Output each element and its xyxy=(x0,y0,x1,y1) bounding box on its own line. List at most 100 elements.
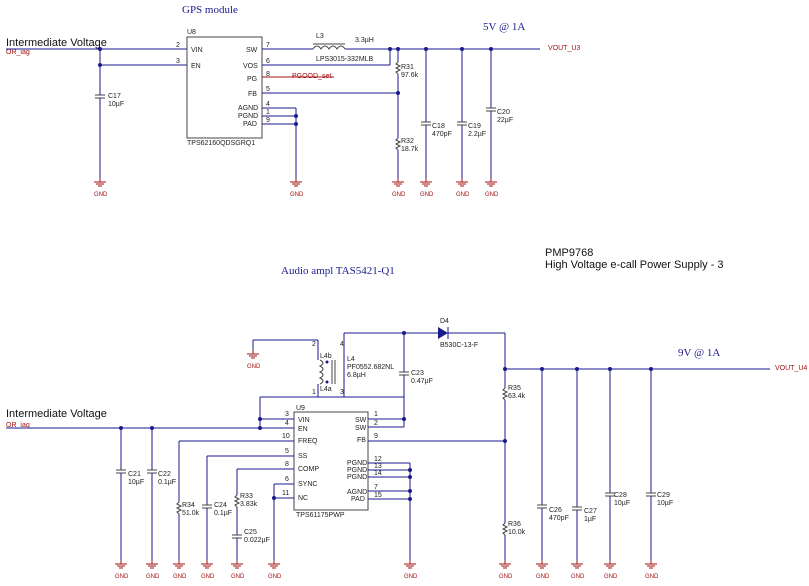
or-net-top: OR_iag xyxy=(6,49,30,56)
svg-text:SS: SS xyxy=(298,453,308,460)
svg-text:14: 14 xyxy=(374,470,382,477)
c25-ref: C25 xyxy=(244,529,257,536)
c18-value: 470pF xyxy=(432,131,452,138)
l3-part: LPS3015-332MLB xyxy=(316,56,374,63)
svg-text:3: 3 xyxy=(285,411,289,418)
u8-pin-num: 2 xyxy=(176,42,180,49)
u8-pin-num: 4 xyxy=(266,101,270,108)
r33-resistor xyxy=(233,494,241,508)
r34-resistor xyxy=(175,501,183,515)
d4-part: B530C-13-F xyxy=(440,342,478,349)
c17-value: 10µF xyxy=(108,101,124,108)
gnd-label: GND xyxy=(94,192,108,198)
u9-right-pins: SW 1 SW 2 FB 9 PGND 12 PGND 13 PGND 14 A… xyxy=(347,411,382,503)
u8-ic xyxy=(186,36,263,139)
intermediate-voltage-label-top: Intermediate Voltage xyxy=(6,37,107,49)
c27-capacitor xyxy=(572,369,582,560)
u8-pin-fb: FB xyxy=(248,91,257,98)
c24-value: 0.1µF xyxy=(214,510,232,517)
svg-text:1: 1 xyxy=(374,411,378,418)
c29-value: 10µF xyxy=(657,500,673,507)
gnd-label: GND xyxy=(604,574,618,580)
l4-inductor xyxy=(318,359,324,385)
c24-ref: C24 xyxy=(214,502,227,509)
c19-capacitor xyxy=(457,49,467,178)
r36-ref: R36 xyxy=(508,521,521,528)
c28-value: 10µF xyxy=(614,500,630,507)
svg-text:COMP: COMP xyxy=(298,466,319,473)
gps-title: GPS module xyxy=(182,4,238,16)
svg-text:7: 7 xyxy=(374,484,378,491)
project-subtitle: High Voltage e-call Power Supply - 3 xyxy=(545,259,724,271)
vout-u4-net: VOUT_U4 xyxy=(775,365,807,372)
svg-text:FREQ: FREQ xyxy=(298,438,318,445)
r31-value: 97.6k xyxy=(401,72,419,79)
u9-ic xyxy=(293,411,369,511)
project-id: PMP9768 xyxy=(545,247,593,259)
u8-pin-sw: SW xyxy=(246,47,258,54)
vout-u3-net: VOUT_U3 xyxy=(548,45,580,52)
c17-ref: C17 xyxy=(108,93,121,100)
gnd-label: GND xyxy=(571,574,585,580)
gnd-label: GND xyxy=(404,574,418,580)
svg-text:PAD: PAD xyxy=(351,496,365,503)
c27-value: 1µF xyxy=(584,516,596,523)
r34-ref: R34 xyxy=(182,502,195,509)
r32-value: 18.7k xyxy=(401,146,419,153)
l4-pin-num: 4 xyxy=(340,341,344,348)
c23-ref: C23 xyxy=(411,370,424,377)
gnd-label: GND xyxy=(173,574,187,580)
gnd-label: GND xyxy=(456,192,470,198)
l4-part: PF0552.682NL xyxy=(347,364,394,371)
u8-pin-pgnd: PGND xyxy=(238,113,258,120)
r35-value: 63.4k xyxy=(508,393,526,400)
gnd-label: GND xyxy=(268,574,282,580)
c27-ref: C27 xyxy=(584,508,597,515)
r36-resistor xyxy=(501,522,509,536)
c20-value: 22µF xyxy=(497,117,513,124)
pgood-net: PGOOD_set xyxy=(292,73,331,80)
d4-ref: D4 xyxy=(440,318,449,325)
u8-pin-vos: VOS xyxy=(243,63,258,70)
gnd-label: GND xyxy=(645,574,659,580)
c22-ref: C22 xyxy=(158,471,171,478)
svg-text:PGND: PGND xyxy=(347,467,367,474)
u8-pin-num: 9 xyxy=(266,117,270,124)
gnd-label: GND xyxy=(536,574,550,580)
u8-pin-num: 1 xyxy=(266,109,270,116)
c18-ref: C18 xyxy=(432,123,445,130)
l4b-label: L4b xyxy=(320,353,332,360)
gnd-label: GND xyxy=(201,574,215,580)
svg-text:SW: SW xyxy=(355,425,367,432)
u9-left-pins: VIN 3 EN 4 FREQ 10 SS 5 COMP 8 SYNC 6 NC… xyxy=(282,411,319,502)
svg-text:VIN: VIN xyxy=(298,417,310,424)
gnd-label: GND xyxy=(146,574,160,580)
svg-text:AGND: AGND xyxy=(347,489,367,496)
u8-pin-agnd: AGND xyxy=(238,105,258,112)
c26-ref: C26 xyxy=(549,507,562,514)
svg-text:12: 12 xyxy=(374,456,382,463)
svg-text:13: 13 xyxy=(374,463,382,470)
u8-pin-vin: VIN xyxy=(191,47,203,54)
svg-text:11: 11 xyxy=(282,490,289,497)
u8-pin-pad: PAD xyxy=(243,121,257,128)
svg-text:NC: NC xyxy=(298,495,308,502)
d4-diode xyxy=(438,327,449,339)
svg-text:8: 8 xyxy=(285,461,289,468)
r33-value: 3.83k xyxy=(240,501,258,508)
r32-resistor xyxy=(394,137,402,151)
svg-text:PGND: PGND xyxy=(347,460,367,467)
audio-title: Audio ampl TAS5421-Q1 xyxy=(281,265,395,277)
c28-capacitor xyxy=(605,369,615,560)
l4-pin-num: 2 xyxy=(312,341,316,348)
svg-text:SYNC: SYNC xyxy=(298,481,317,488)
c26-value: 470pF xyxy=(549,515,569,522)
rail-5v-label: 5V @ 1A xyxy=(483,21,525,33)
svg-text:PGND: PGND xyxy=(347,474,367,481)
c21-value: 10µF xyxy=(128,479,144,486)
c29-capacitor xyxy=(646,369,656,560)
r33-ref: R33 xyxy=(240,493,253,500)
l4-pin-num: 1 xyxy=(312,389,316,396)
r31-ref: R31 xyxy=(401,64,414,71)
